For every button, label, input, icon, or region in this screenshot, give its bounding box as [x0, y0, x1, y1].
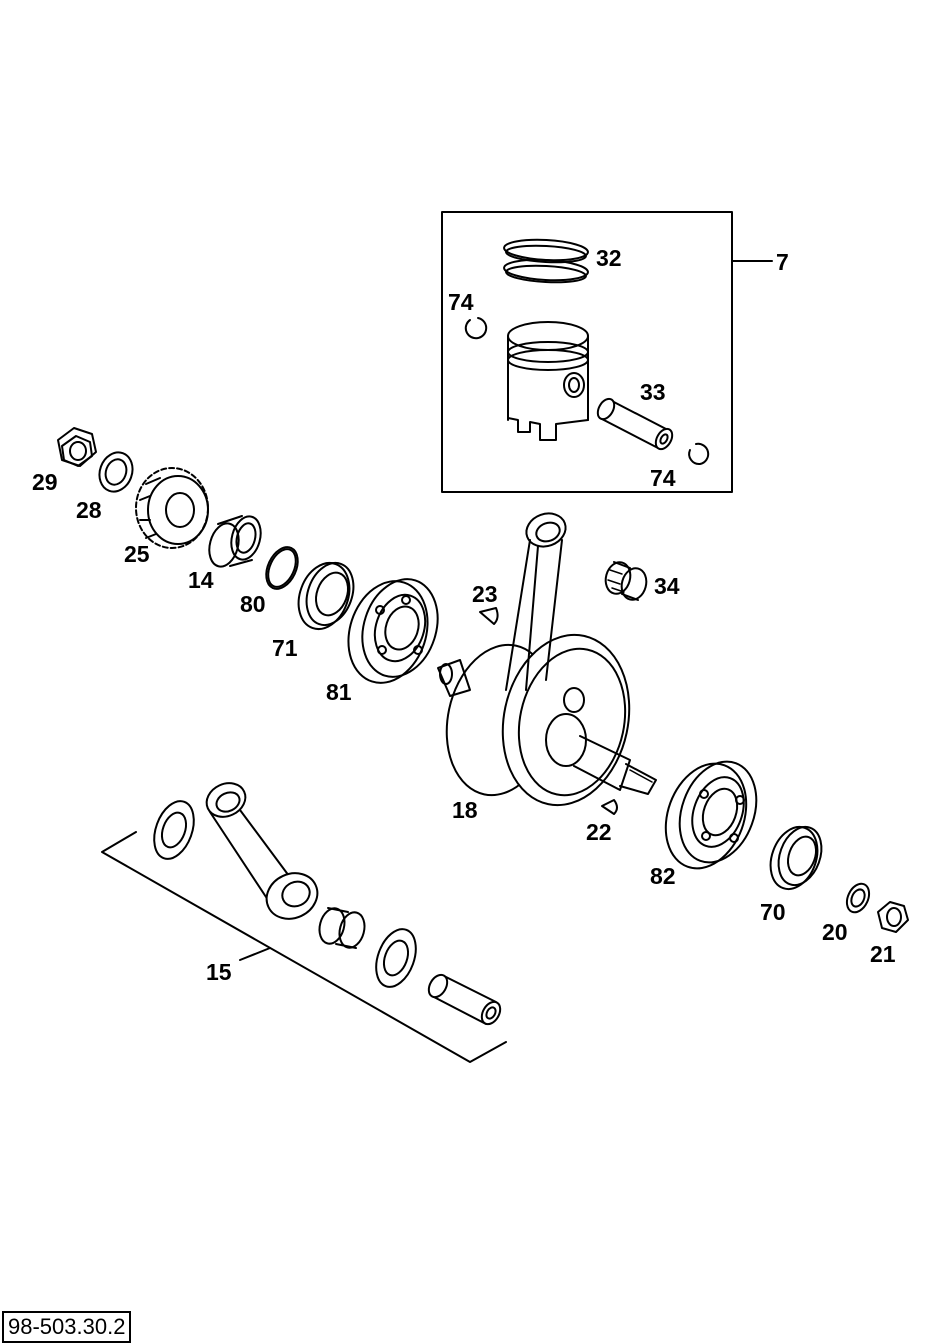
- shaft-seal-left-drawing: [297, 562, 355, 630]
- label-crankshaft: 18: [452, 797, 478, 823]
- label-circlip-top: 74: [448, 289, 474, 315]
- woodruff-key-bottom-drawing: [601, 799, 618, 815]
- o-ring-drawing: [265, 546, 299, 590]
- woodruff-key-top-drawing: [479, 607, 499, 625]
- label-needle-bearing: 34: [654, 573, 680, 599]
- piston-drawing: [507, 321, 589, 441]
- ball-bearing-right-drawing: [664, 760, 758, 870]
- washer-right-drawing: [845, 882, 871, 914]
- label-o-ring: 80: [240, 591, 266, 617]
- needle-bearing-drawing: [604, 561, 648, 601]
- label-washer-right: 20: [822, 919, 848, 945]
- ball-bearing-left-drawing: [347, 578, 439, 684]
- primary-gear-drawing: [135, 467, 209, 549]
- circlip-top-drawing: [464, 317, 488, 340]
- conrod-kit-pin: [427, 973, 502, 1026]
- label-ball-bearing-right: 82: [650, 863, 676, 889]
- circlip-bottom-drawing: [688, 442, 710, 466]
- label-hex-nut-right: 21: [870, 941, 896, 967]
- label-hex-nut-left: 29: [32, 469, 58, 495]
- drawing-number: 98-503.30.2: [2, 1311, 132, 1343]
- label-circlip-bottom: 74: [650, 465, 676, 491]
- washer-left-drawing: [98, 451, 134, 493]
- hex-nut-right-drawing: [877, 901, 909, 933]
- label-washer-left: 28: [76, 497, 102, 523]
- conrod-kit-rod: [205, 782, 319, 920]
- label-conrod-kit: 15: [206, 959, 232, 985]
- conrod-kit-bracket: [101, 831, 507, 1063]
- label-shaft-seal-left: 71: [272, 635, 298, 661]
- hex-nut-left-drawing: [57, 427, 97, 467]
- part-labels: 7 32 74 33 74 29 28 25 14 80 71 81 23 34…: [32, 245, 896, 985]
- label-woodruff-key-bottom: 22: [586, 819, 612, 845]
- label-shaft-seal-right: 70: [760, 899, 786, 925]
- label-spacer-sleeve: 14: [188, 567, 214, 593]
- spacer-sleeve-drawing: [208, 515, 262, 568]
- conrod-kit-washer-1: [153, 800, 195, 860]
- label-piston-rings: 32: [596, 245, 622, 271]
- label-piston-kit: 7: [776, 249, 789, 275]
- crankshaft-drawing: [437, 512, 657, 807]
- shaft-seal-right-drawing: [769, 825, 823, 890]
- label-ball-bearing-left: 81: [326, 679, 352, 705]
- label-woodruff-key-top: 23: [472, 581, 498, 607]
- label-primary-gear: 25: [124, 541, 150, 567]
- piston-pin-drawing: [596, 397, 674, 451]
- conrod-kit-washer-2: [375, 928, 417, 988]
- label-piston-pin: 33: [640, 379, 666, 405]
- piston-rings-drawing: [503, 238, 589, 284]
- conrod-kit-needle-bearing: [318, 907, 366, 949]
